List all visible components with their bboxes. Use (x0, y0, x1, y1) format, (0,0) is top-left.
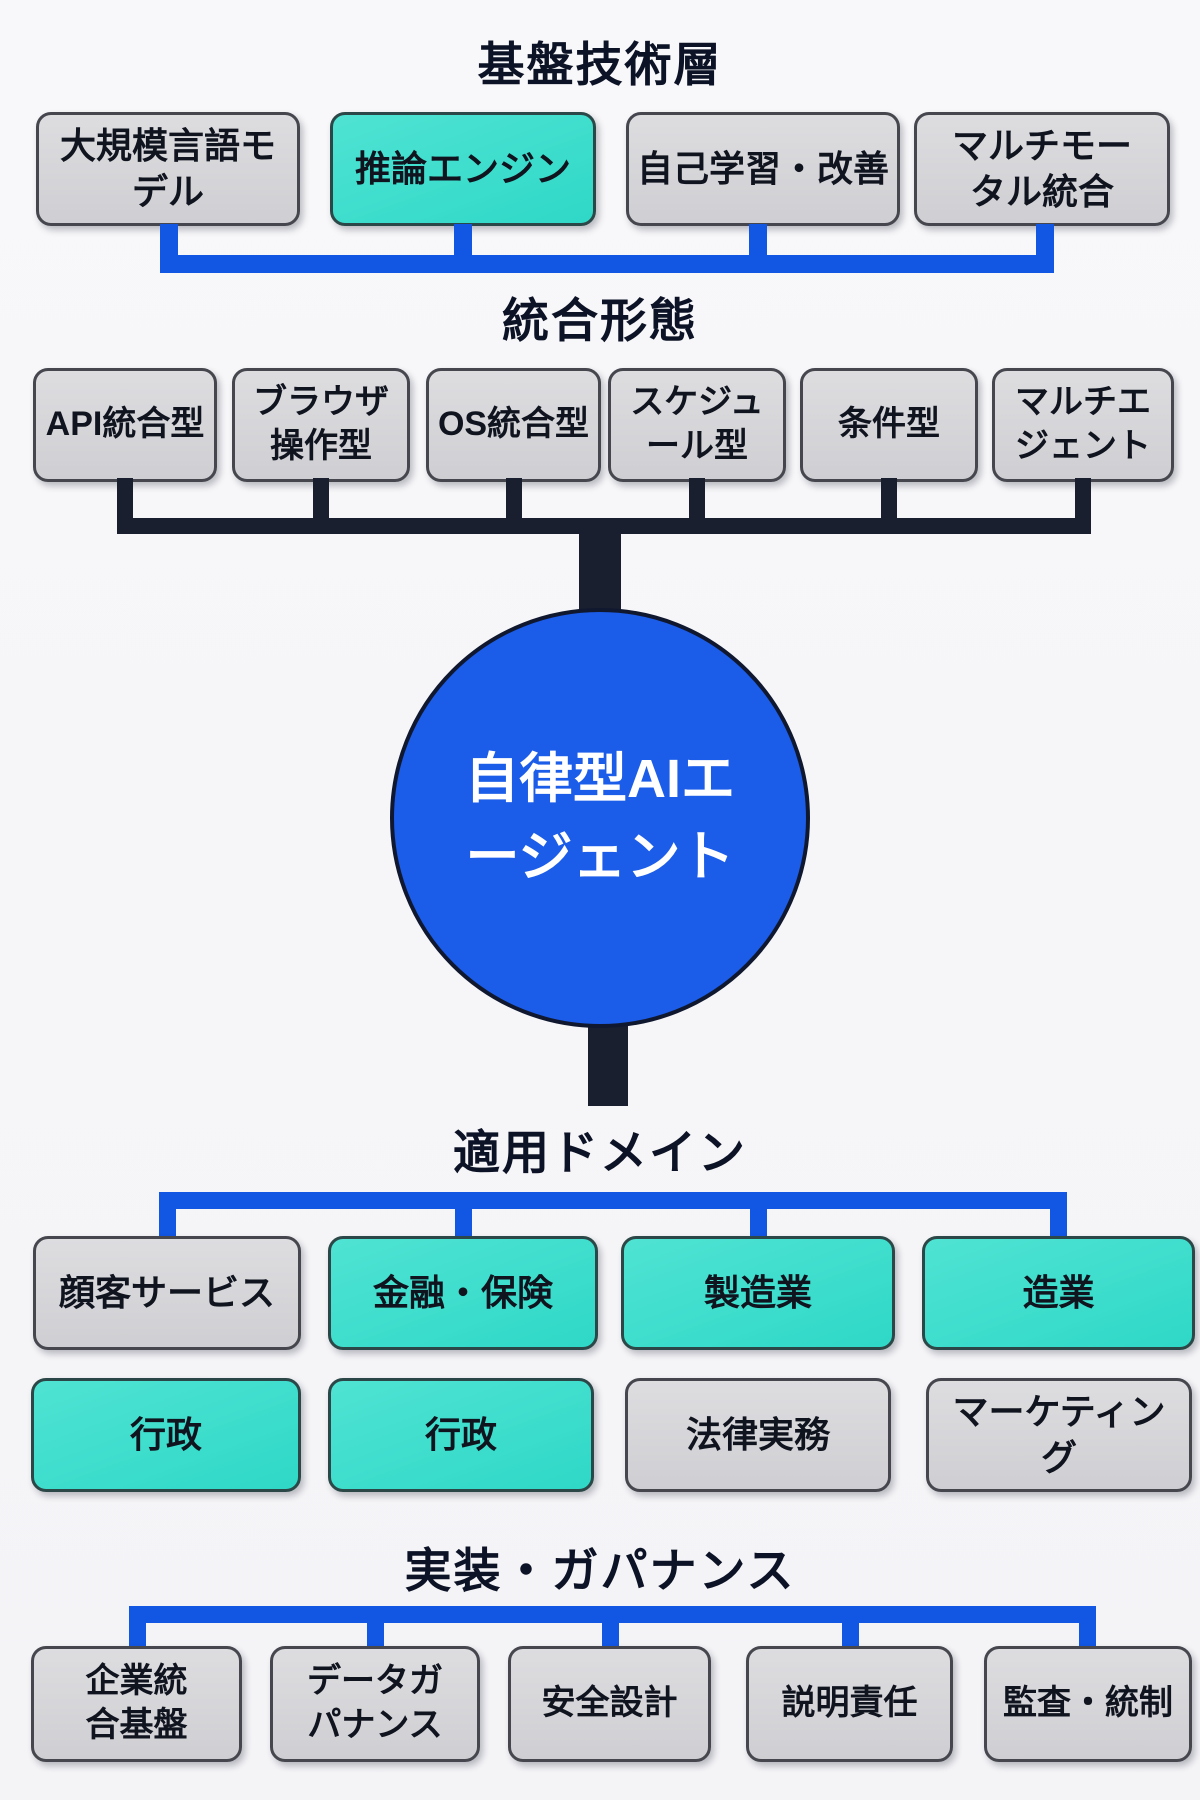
domains-section-title: 適用ドメイン (453, 1126, 747, 1179)
box-manufacturing: 製造業 (621, 1236, 895, 1350)
autonomous-ai-agent-circle: 自律型AIエ ージェント (390, 608, 810, 1028)
integration-section-title: 統合形態 (502, 294, 698, 347)
box-audit-control: 監査・統制 (984, 1646, 1192, 1762)
box-government-2: 行政 (328, 1378, 594, 1492)
box-enterprise-integration-platform: 企業統 合基盤 (31, 1646, 242, 1762)
box-self-learning-improvement: 自己学習・改善 (626, 112, 900, 226)
box-inference-engine: 推論エンジン (330, 112, 596, 226)
connector-stub (1079, 1623, 1096, 1648)
connector-stub (367, 1623, 384, 1648)
box-customer-service: 顔客サービス (33, 1236, 301, 1350)
connector-trunk-top (579, 534, 621, 614)
connector-stub (159, 1209, 176, 1239)
connector-stub (160, 224, 178, 258)
connector-bar (160, 255, 1054, 273)
box-legal-practice: 法律実務 (625, 1378, 891, 1492)
connector-stub (881, 478, 897, 522)
connector-stub (129, 1623, 146, 1648)
box-accountability: 説明責任 (746, 1646, 953, 1762)
box-condition-type: 条件型 (800, 368, 978, 482)
connector-stub (506, 478, 522, 522)
connector-stub (750, 1209, 767, 1239)
governance-section-title: 実装・ガパナンス (404, 1544, 796, 1597)
box-finance-insurance: 金融・保険 (328, 1236, 598, 1350)
connector-stub (842, 1623, 859, 1648)
box-os-integration: OS統合型 (426, 368, 601, 482)
box-multi-agent: マルチエ ジェント (992, 368, 1174, 482)
connector-stub (1036, 224, 1054, 258)
connector-stub (1075, 478, 1091, 522)
connector-stub (1050, 1209, 1067, 1239)
box-multimodal-integration: マルチモー タル統合 (914, 112, 1170, 226)
box-safety-design: 安全設計 (508, 1646, 711, 1762)
box-schedule-type: スケジュ ール型 (608, 368, 786, 482)
connector-bar (129, 1606, 1096, 1623)
foundation-section-title: 基盤技術層 (477, 38, 723, 91)
box-api-integration: API統合型 (33, 368, 217, 482)
connector-stub (454, 224, 472, 258)
connector-stub (602, 1623, 619, 1648)
connector-trunk-bottom (588, 1024, 628, 1106)
connector-bar (117, 518, 1091, 534)
connector-stub (689, 478, 705, 522)
box-large-language-model: 大規模言語モ デル (36, 112, 300, 226)
box-marketing: マーケティング (926, 1378, 1192, 1492)
box-browser-operation: ブラウザ 操作型 (232, 368, 410, 482)
connector-stub (117, 478, 133, 522)
box-zougyou-industry: 造業 (922, 1236, 1195, 1350)
box-government-1: 行政 (31, 1378, 301, 1492)
connector-bar (159, 1192, 1067, 1209)
connector-stub (455, 1209, 472, 1239)
box-data-governance: データガ パナンス (270, 1646, 480, 1762)
connector-stub (749, 224, 767, 258)
connector-stub (313, 478, 329, 522)
